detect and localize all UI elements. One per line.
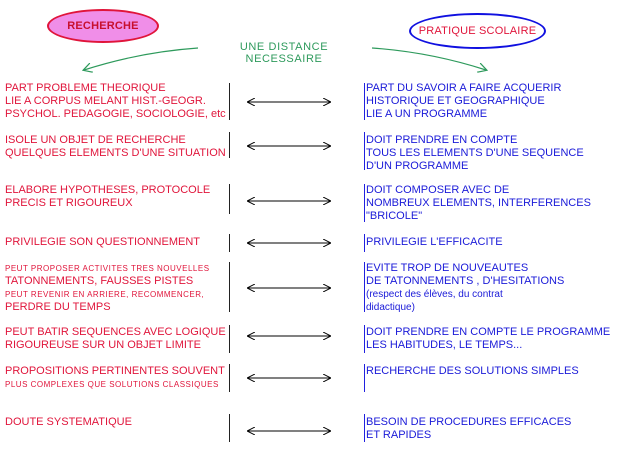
- row-2-right: DOIT PRENDRE EN COMPTE TOUS LES ELEMENTS…: [366, 134, 584, 173]
- row-1-right: PART DU SAVOIR A FAIRE ACQUERIR HISTORIQ…: [366, 82, 561, 121]
- row-1-right-line-1: PART DU SAVOIR A FAIRE ACQUERIR: [366, 82, 562, 94]
- row-3-right-line-3: "BRICOLE": [366, 210, 423, 222]
- row-1-left-line-3: PSYCHOL. PEDAGOGIE, SOCIOLOGIE, etc: [5, 108, 226, 120]
- row-7-left-line-2: PLUS COMPLEXES QUE SOLUTIONS CLASSIQUES: [5, 380, 219, 389]
- row-4-right-separator: [364, 234, 365, 252]
- row-5-left-line-2: TATONNEMENTS, FAUSSES PISTES: [5, 275, 194, 287]
- row-5-left-separator: [229, 262, 230, 312]
- row-5-left: PEUT PROPOSER ACTIVITES TRES NOUVELLES T…: [5, 262, 210, 314]
- row-6-right-line-1: DOIT PRENDRE EN COMPTE LE PROGRAMME: [366, 326, 611, 338]
- row-5-left-line-3: PEUT REVENIR EN ARRIERE, RECOMMENCER,: [5, 290, 205, 299]
- row-6-left: PEUT BATIR SEQUENCES AVEC LOGIQUE RIGOUR…: [5, 326, 226, 352]
- row-3-left-separator: [229, 184, 230, 214]
- row-5-right-line-1: EVITE TROP DE NOUVEAUTES: [366, 262, 529, 274]
- row-2-right-separator: [364, 132, 365, 170]
- row-5-left-line-1: PEUT PROPOSER ACTIVITES TRES NOUVELLES: [5, 264, 210, 273]
- row-6-left-separator: [229, 325, 230, 353]
- row-7-right-line-1: RECHERCHE DES SOLUTIONS SIMPLES: [366, 365, 579, 377]
- distance-arrow-left: [84, 47, 199, 70]
- row-6-left-line-1: PEUT BATIR SEQUENCES AVEC LOGIQUE: [5, 326, 226, 338]
- row-8-right-line-1: BESOIN DE PROCEDURES EFFICACES: [366, 416, 572, 428]
- row-5-right-line-4: didactique): [366, 302, 415, 313]
- row-1-left-separator: [229, 83, 230, 120]
- row-1-right-line-3: LIE A UN PROGRAMME: [366, 108, 488, 120]
- row-8-right-line-2: ET RAPIDES: [366, 429, 432, 441]
- row-2-left-separator: [229, 132, 230, 158]
- row-3-left-line-2: PRECIS ET RIGOUREUX: [5, 197, 133, 209]
- row-3-left: ELABORE HYPOTHESES, PROTOCOLE PRECIS ET …: [5, 184, 210, 210]
- row-8-left: DOUTE SYSTEMATIQUE: [5, 416, 132, 429]
- row-7-right-separator: [364, 364, 365, 392]
- row-2-left: ISOLE UN OBJET DE RECHERCHE QUELQUES ELE…: [5, 134, 226, 160]
- row-5-left-line-4: PERDRE DU TEMPS: [5, 301, 111, 313]
- row-2-right-line-1: DOIT PRENDRE EN COMPTE: [366, 134, 518, 146]
- row-4-left-line-1: PRIVILEGIE SON QUESTIONNEMENT: [5, 236, 200, 248]
- row-6-right-line-2: LES HABITUDES, LE TEMPS...: [366, 339, 523, 351]
- row-5-right-line-2: DE TATONNEMENTS , D'HESITATIONS: [366, 275, 565, 287]
- row-7-left: PROPOSITIONS PERTINENTES SOUVENT PLUS CO…: [5, 365, 225, 391]
- row-2-left-line-2: QUELQUES ELEMENTS D'UNE SITUATION: [5, 147, 226, 159]
- row-1-right-separator: [364, 83, 365, 120]
- row-6-left-line-2: RIGOUREUSE SUR UN OBJET LIMITE: [5, 339, 201, 351]
- distance-arrow-right: [371, 47, 486, 70]
- row-1-left: PART PROBLEME THEORIQUE LIE A CORPUS MEL…: [5, 82, 226, 121]
- row-3-right-separator: [364, 184, 365, 222]
- subtitle: UNE DISTANCE NECESSAIRE: [239, 41, 329, 65]
- row-7-right: RECHERCHE DES SOLUTIONS SIMPLES: [366, 365, 579, 378]
- row-8-right: BESOIN DE PROCEDURES EFFICACES ET RAPIDE…: [366, 416, 571, 442]
- row-5-right: EVITE TROP DE NOUVEAUTES DE TATONNEMENTS…: [366, 262, 564, 314]
- row-4-right-line-1: PRIVILEGIE L'EFFICACITE: [366, 236, 503, 248]
- row-8-left-separator: [229, 414, 230, 442]
- recherche-label: RECHERCHE: [67, 20, 139, 32]
- pratique-scolaire-label: PRATIQUE SCOLAIRE: [418, 25, 537, 37]
- row-2-right-line-2: TOUS LES ELEMENTS D'UNE SEQUENCE: [366, 147, 584, 159]
- row-3-right-line-2: NOMBREUX ELEMENTS, INTERFERENCES: [366, 197, 591, 209]
- row-1-left-line-1: PART PROBLEME THEORIQUE: [5, 82, 166, 94]
- row-6-right: DOIT PRENDRE EN COMPTE LE PROGRAMME LES …: [366, 326, 610, 352]
- row-2-right-line-3: D'UN PROGRAMME: [366, 160, 469, 172]
- row-6-right-separator: [364, 325, 365, 353]
- row-5-right-separator: [364, 262, 365, 312]
- row-3-right: DOIT COMPOSER AVEC DE NOMBREUX ELEMENTS,…: [366, 184, 591, 223]
- row-4-left-separator: [229, 234, 230, 252]
- row-4-right: PRIVILEGIE L'EFFICACITE: [366, 236, 503, 249]
- row-8-left-line-1: DOUTE SYSTEMATIQUE: [5, 416, 132, 428]
- row-8-right-separator: [364, 414, 365, 442]
- row-3-left-line-1: ELABORE HYPOTHESES, PROTOCOLE: [5, 184, 211, 196]
- row-1-left-line-2: LIE A CORPUS MELANT HIST.-GEOGR.: [5, 95, 206, 107]
- row-3-right-line-1: DOIT COMPOSER AVEC DE: [366, 184, 510, 196]
- recherche-ellipse: RECHERCHE: [47, 9, 159, 43]
- row-2-left-line-1: ISOLE UN OBJET DE RECHERCHE: [5, 134, 186, 146]
- row-7-left-line-1: PROPOSITIONS PERTINENTES SOUVENT: [5, 365, 225, 377]
- row-7-left-separator: [229, 364, 230, 392]
- row-4-left: PRIVILEGIE SON QUESTIONNEMENT: [5, 236, 200, 249]
- row-1-right-line-2: HISTORIQUE ET GEOGRAPHIQUE: [366, 95, 545, 107]
- row-5-right-line-3: (respect des élèves, du contrat: [366, 289, 503, 300]
- pratique-scolaire-ellipse: PRATIQUE SCOLAIRE: [409, 13, 546, 49]
